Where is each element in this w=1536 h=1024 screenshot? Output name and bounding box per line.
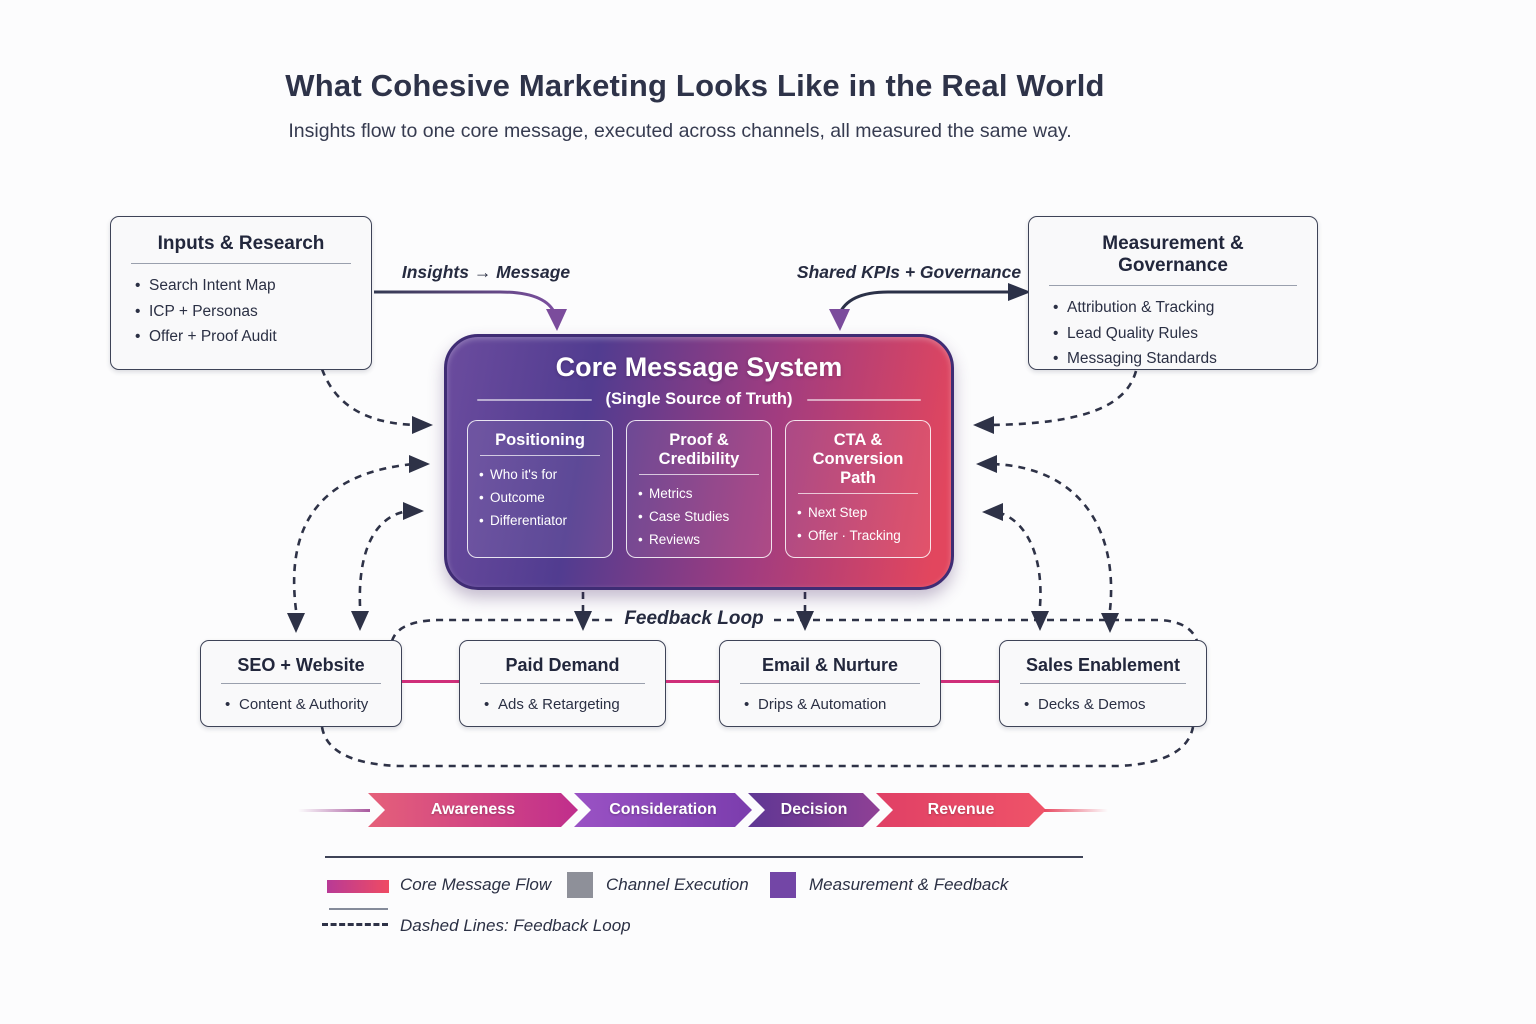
box-title: SEO + Website: [237, 655, 365, 675]
divider: [221, 683, 381, 685]
core-title: Core Message System: [555, 352, 843, 382]
pillar-title: CTA & Conversion Path: [812, 431, 904, 487]
divider: [1049, 285, 1297, 287]
divider: [1020, 683, 1186, 685]
pillar-positioning: Positioning Who it's for Outcome Differe…: [467, 420, 613, 559]
stage-label: Revenue: [927, 801, 995, 818]
list-item: Next Step: [795, 501, 921, 524]
page-title: What Cohesive Marketing Looks Like in th…: [285, 68, 1105, 103]
divider: [480, 683, 645, 685]
feedback-loop-label: Feedback Loop: [624, 608, 764, 629]
pillar-proof-credibility: Proof & Credibility Metrics Case Studies…: [626, 420, 772, 559]
legend-label-measurement-feedback: Measurement & Feedback: [809, 875, 1009, 894]
core-message-flow-swatch-icon: [327, 880, 389, 893]
core-subtitle: (Single Source of Truth): [605, 390, 793, 408]
box-title: Email & Nurture: [761, 655, 899, 675]
pillar-cta-conversion: CTA & Conversion Path Next Step Offer · …: [785, 420, 931, 559]
channel-execution-swatch-icon: [567, 872, 593, 898]
measurement-governance-box: Measurement & Governance Attribution & T…: [1028, 216, 1318, 372]
stage-label: Consideration: [609, 801, 717, 818]
divider: [477, 398, 592, 401]
legend-label-dashed-lines: Dashed Lines: Feedback Loop: [400, 916, 631, 935]
list-item: Reviews: [636, 528, 762, 551]
list-item: Offer · Tracking: [795, 524, 921, 547]
channel-connector: [666, 680, 719, 683]
channel-connector: [941, 680, 999, 683]
list-item: ICP + Personas: [127, 299, 355, 325]
funnel-stage-consideration: Consideration: [574, 793, 752, 827]
list-item: Lead Quality Rules: [1045, 321, 1301, 347]
legend-divider: [325, 856, 1083, 858]
legend-label-channel-execution: Channel Execution: [606, 875, 749, 894]
legend-dashed-line-icon: [322, 923, 388, 926]
box-title: Inputs & Research: [157, 233, 325, 254]
legend-label-core-flow: Core Message Flow: [400, 875, 552, 894]
insights-arrowhead-icon: [546, 309, 567, 331]
list-item: Search Intent Map: [127, 273, 355, 299]
list-item: Differentiator: [477, 509, 603, 532]
core-subtitle-row: (Single Source of Truth): [477, 390, 922, 409]
box-title: Measurement & Governance: [1102, 233, 1244, 276]
funnel-stage-revenue: Revenue: [876, 793, 1046, 827]
divider: [131, 263, 351, 265]
list-item: Messaging Standards: [1045, 346, 1301, 372]
channel-connector: [402, 680, 459, 683]
list-item: Attribution & Tracking: [1045, 295, 1301, 321]
list-item: Metrics: [636, 482, 762, 505]
box-title: Paid Demand: [505, 655, 620, 675]
channel-seo-website-box: SEO + Website Content & Authority: [200, 640, 402, 727]
funnel-stage-decision: Decision: [748, 793, 880, 827]
channel-email-nurture-box: Email & Nurture Drips & Automation: [719, 640, 941, 727]
list-item: Drips & Automation: [736, 693, 924, 717]
list-item: Ads & Retargeting: [476, 693, 649, 717]
list-item: Offer + Proof Audit: [127, 324, 355, 350]
box-title: Sales Enablement: [1025, 655, 1181, 675]
list-item: Content & Authority: [217, 693, 385, 717]
legend-thin-line: [329, 908, 388, 910]
funnel-lead-line: [298, 809, 370, 812]
list-item: Decks & Demos: [1016, 693, 1190, 717]
insights-message-label: Insights → Message: [401, 262, 571, 282]
funnel-tail-line: [1044, 809, 1108, 812]
list-item: Who it's for: [477, 463, 603, 486]
list-item: Case Studies: [636, 505, 762, 528]
channel-sales-enablement-box: Sales Enablement Decks & Demos: [999, 640, 1207, 727]
divider: [806, 398, 922, 401]
divider: [798, 493, 918, 495]
kpis-down-arrowhead-icon: [829, 309, 850, 331]
shared-kpis-label: Shared KPIs + Governance: [796, 262, 1022, 282]
core-pillars: Positioning Who it's for Outcome Differe…: [467, 420, 931, 559]
stage-label: Decision: [780, 801, 848, 818]
divider: [639, 474, 759, 476]
page-subtitle: Insights flow to one core message, execu…: [288, 120, 1072, 142]
pillar-title: Proof & Credibility: [658, 431, 740, 468]
inputs-research-box: Inputs & Research Search Intent Map ICP …: [110, 216, 372, 370]
list-item: Outcome: [477, 486, 603, 509]
stage-label: Awareness: [430, 801, 516, 818]
insights-arrow: [374, 290, 557, 315]
divider: [740, 683, 920, 685]
divider: [480, 455, 600, 457]
measurement-feedback-swatch-icon: [770, 872, 796, 898]
core-message-system-box: Core Message System (Single Source of Tr…: [444, 334, 954, 590]
shared-kpis-arrow: [837, 290, 1024, 316]
funnel-stage-awareness: Awareness: [368, 793, 578, 827]
channel-paid-demand-box: Paid Demand Ads & Retargeting: [459, 640, 666, 727]
pillar-title: Positioning: [495, 431, 585, 449]
